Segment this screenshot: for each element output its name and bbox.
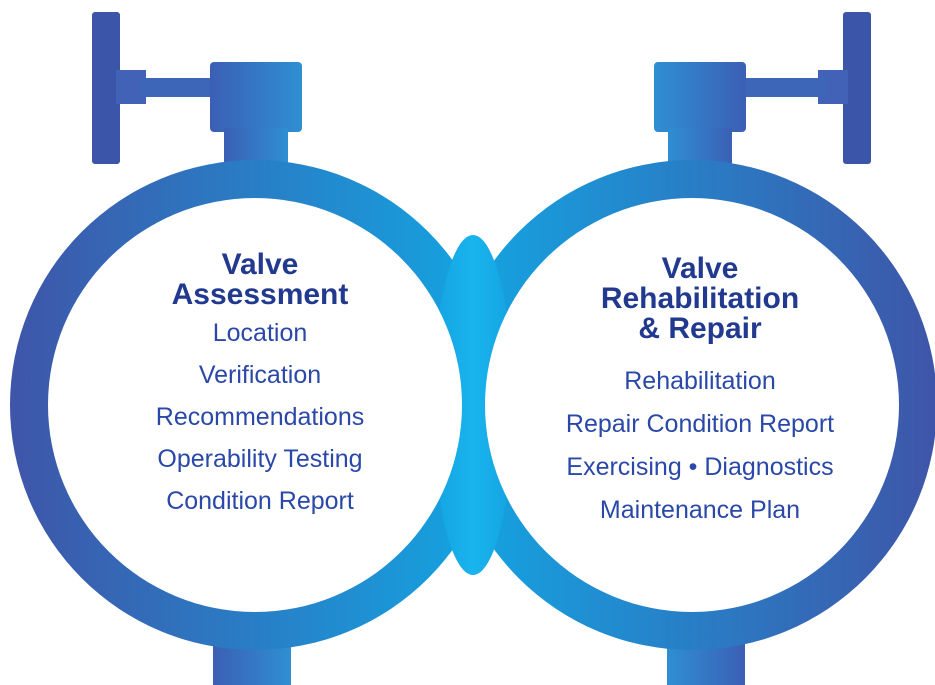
list-item: Condition Report (166, 487, 354, 515)
left-valve-face (48, 198, 462, 612)
valve-rehab-panel: Valve Rehabilitation & Repair Rehabilita… (510, 254, 890, 540)
list-item: Recommendations (155, 403, 365, 431)
title-line: & Repair (638, 312, 762, 345)
center-junction (433, 235, 513, 575)
title-line: Valve (661, 252, 739, 285)
valve-assessment-panel: Valve Assessment Location Verification R… (100, 250, 420, 530)
assessment-list: Location Verification Recommendations Op… (100, 320, 420, 514)
list-item: Verification (198, 361, 322, 389)
list-item: Repair Condition Report (565, 410, 835, 438)
list-item: Rehabilitation (624, 367, 776, 395)
valve-rehab-title: Valve Rehabilitation & Repair (510, 254, 890, 344)
rehab-list: Rehabilitation Repair Condition Report E… (510, 368, 890, 523)
list-item: Operability Testing (157, 445, 363, 473)
list-item: Maintenance Plan (599, 496, 801, 524)
right-valve-face (485, 198, 899, 612)
list-item: Exercising • Diagnostics (566, 453, 834, 481)
list-item: Location (212, 319, 308, 347)
title-line: Rehabilitation (600, 282, 800, 315)
valve-assessment-title: Valve Assessment (100, 250, 420, 310)
title-line: Valve (221, 248, 299, 281)
title-line: Assessment (171, 278, 349, 311)
